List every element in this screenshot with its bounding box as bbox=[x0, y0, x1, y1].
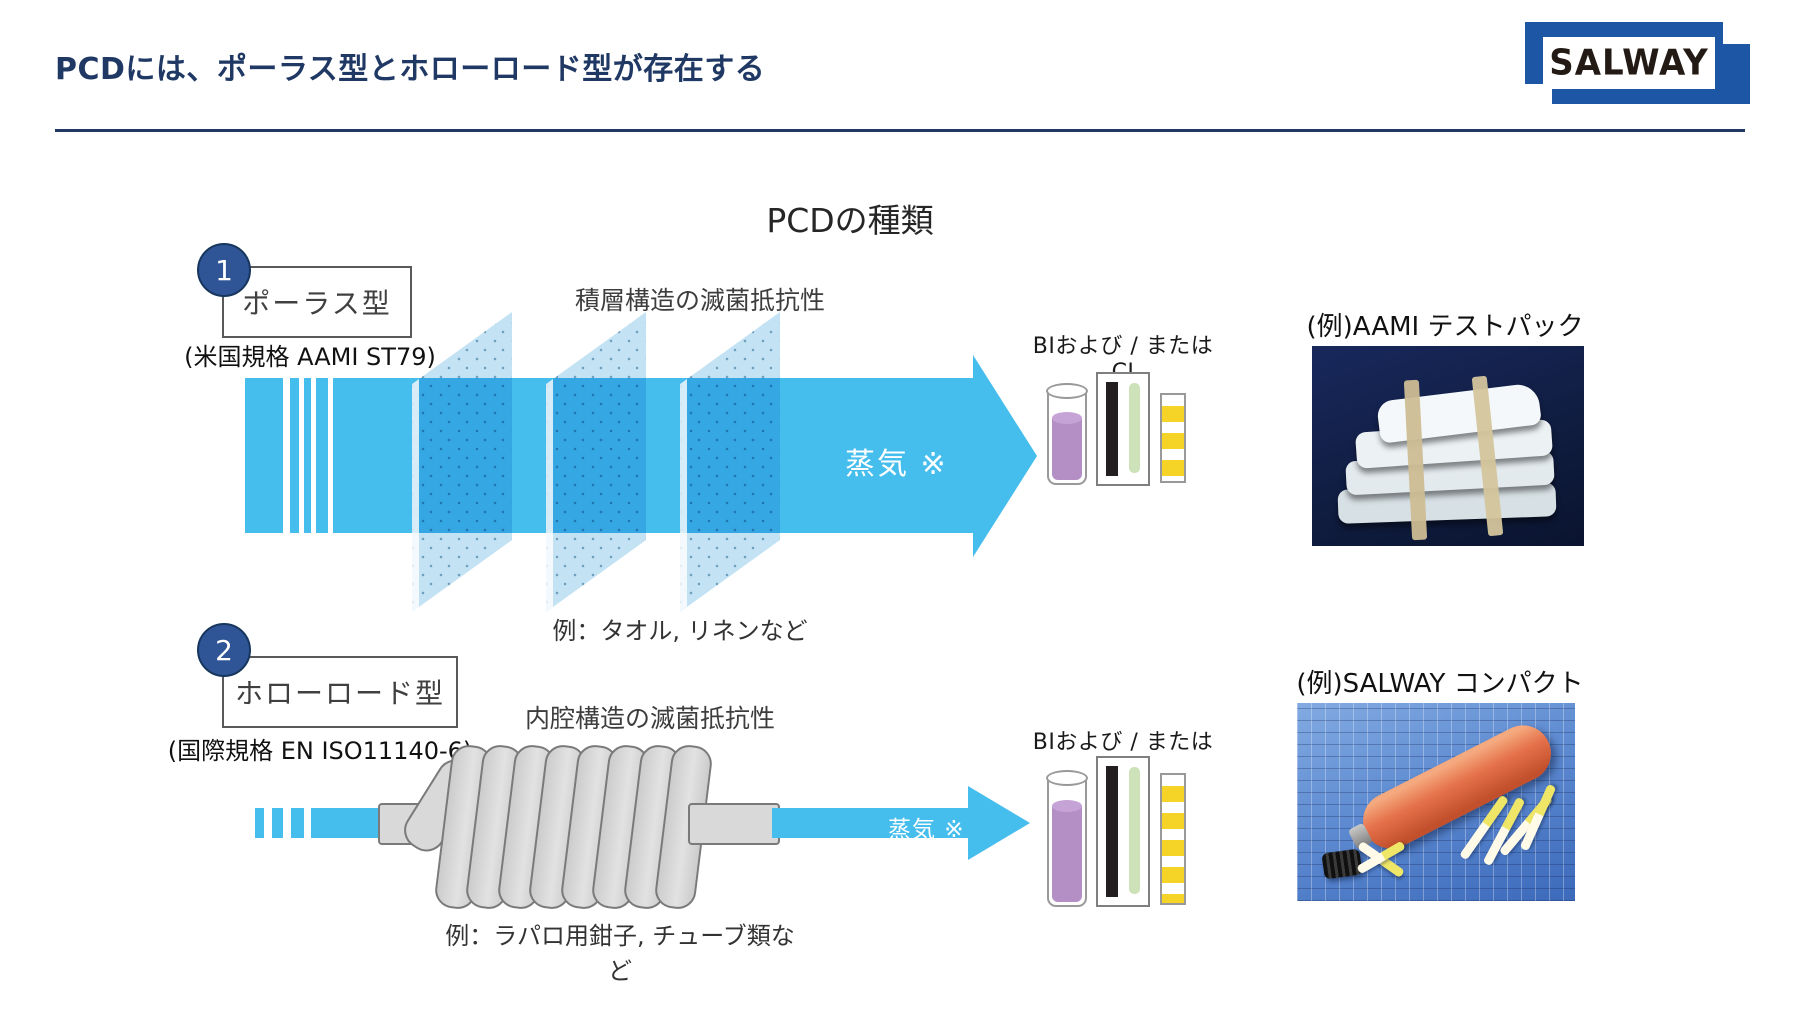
steam-arrow-2-body bbox=[772, 808, 970, 838]
vial-liquid bbox=[1052, 412, 1082, 480]
ci-strip-2 bbox=[1160, 773, 1186, 905]
standard-label-2: (国際規格 EN ISO11140-6) bbox=[167, 737, 473, 765]
vial-rim bbox=[1046, 383, 1088, 399]
type-box-porous: ポーラス型 bbox=[222, 266, 412, 338]
resistance-label-2: 内腔構造の滅菌抵抗性 bbox=[524, 704, 775, 733]
example-note-1: 例：タオル, リネンなど bbox=[552, 617, 808, 645]
arrow-segment bbox=[316, 378, 328, 533]
resistance-label-1: 積層構造の滅菌抵抗性 bbox=[574, 286, 825, 315]
arrow-head-icon bbox=[973, 355, 1037, 557]
porous-sheet-2 bbox=[546, 312, 646, 612]
steam-dash bbox=[255, 808, 264, 838]
vial-body bbox=[1047, 391, 1087, 485]
coil-outlet-tube bbox=[688, 803, 780, 845]
example-note-2: 例：ラパロ用鉗子, チューブ類など bbox=[445, 922, 795, 985]
steam-label-2: 蒸気 ※ bbox=[888, 817, 965, 843]
porous-sheet-1 bbox=[412, 312, 512, 612]
salway-logo: SALWAY bbox=[1525, 20, 1753, 108]
header-divider bbox=[55, 129, 1745, 132]
steam-label-1: 蒸気 ※ bbox=[845, 447, 948, 482]
porous-sheet-3 bbox=[680, 312, 780, 612]
arrow-segment bbox=[290, 378, 299, 533]
page-title: PCDには、ポーラス型とホローロード型が存在する bbox=[55, 52, 766, 87]
number-badge-1: 1 bbox=[197, 243, 251, 297]
steam-dash bbox=[311, 808, 381, 838]
photo-caption-1: (例)AAMI テストパック bbox=[1306, 312, 1584, 342]
steam-dash bbox=[272, 808, 283, 838]
steam-arrow-2-head-icon bbox=[968, 786, 1030, 860]
towel-pack-photo bbox=[1312, 346, 1584, 546]
arrow-segment bbox=[304, 378, 311, 533]
number-badge-2: 2 bbox=[197, 623, 251, 677]
type-box-hollow-rod: ホローロード型 bbox=[222, 656, 458, 728]
logo-text: SALWAY bbox=[1549, 42, 1709, 84]
ci-black-bar bbox=[1106, 766, 1118, 897]
vial-rim bbox=[1046, 770, 1088, 786]
vial-liquid bbox=[1052, 800, 1082, 902]
ci-card-2 bbox=[1096, 756, 1150, 907]
logo-text-box: SALWAY bbox=[1543, 37, 1715, 89]
pcd-black-cap bbox=[1321, 848, 1363, 880]
steam-dash bbox=[291, 808, 304, 838]
ci-card-1 bbox=[1096, 372, 1150, 486]
standard-label-1: (米国規格 AAMI ST79) bbox=[184, 343, 436, 371]
arrow-segment bbox=[245, 378, 283, 533]
ci-green-bar bbox=[1129, 383, 1140, 473]
ci-black-bar bbox=[1106, 382, 1118, 476]
vial-body bbox=[1047, 778, 1087, 907]
compact-pcd-photo bbox=[1297, 703, 1575, 901]
ci-strip-1 bbox=[1160, 393, 1186, 483]
ci-green-bar bbox=[1129, 767, 1140, 894]
diagram-title: PCDの種類 bbox=[766, 201, 934, 240]
